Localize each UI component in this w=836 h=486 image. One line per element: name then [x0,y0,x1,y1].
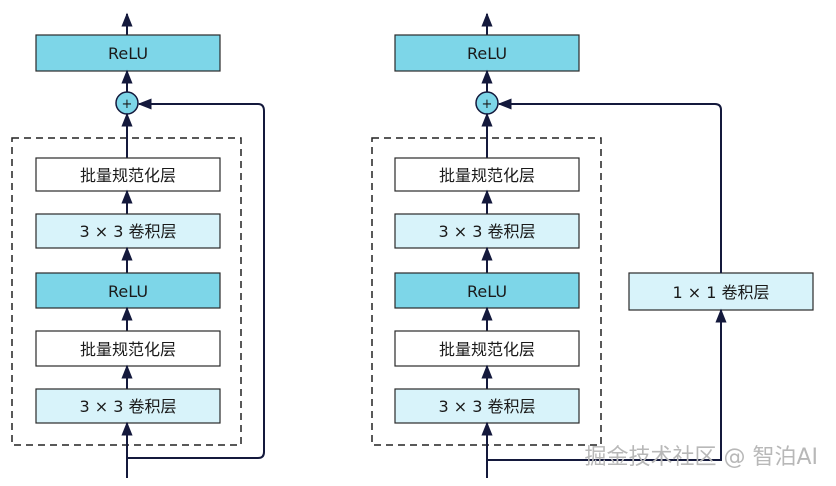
right-bn-label-2: 批量规范化层 [439,340,535,359]
right-bn-box-1 [394,157,580,192]
right-top-relu-box [394,34,580,72]
left-bn-box-2 [35,330,221,367]
right-relu-box-mid [394,272,580,309]
left-bn-label-1: 批量规范化层 [80,166,176,185]
left-add-symbol: + [122,97,133,112]
right-shortcut-conv-to-add [497,98,722,273]
right-conv-box-2 [394,388,580,424]
watermark: 掘金技术社区 @ 智泊AI [584,445,818,470]
left-bn-label-2: 批量规范化层 [80,340,176,359]
right-conv-label-2: 3 × 3 卷积层 [438,397,535,416]
right-shortcut-conv-label: 1 × 1 卷积层 [672,283,769,302]
right-residual-block: ReLU + 批量规范化层 3 × 3 卷积层 ReLU 批量规范化层 3 × … [371,12,814,478]
left-conv-label-2: 3 × 3 卷积层 [79,397,176,416]
right-bn-label-1: 批量规范化层 [439,166,535,185]
right-add-symbol: + [482,97,493,112]
left-conv-label-1: 3 × 3 卷积层 [79,222,176,241]
left-conv-box-1 [35,213,221,249]
left-bn-box-1 [35,157,221,192]
right-shortcut-conv-box [628,272,814,311]
right-bn-box-2 [394,330,580,367]
right-top-relu-label: ReLU [467,44,507,63]
left-top-relu-label: ReLU [108,44,148,63]
right-relu-label-mid: ReLU [467,282,507,301]
left-relu-label-mid: ReLU [108,282,148,301]
left-conv-box-2 [35,388,221,424]
left-residual-block: ReLU + 批量规范化层 3 × 3 卷积层 ReLU 批量规范化层 3 × … [11,12,265,478]
right-conv-label-1: 3 × 3 卷积层 [438,222,535,241]
right-shortcut-to-conv [487,308,727,461]
left-skip-connection [127,98,265,459]
